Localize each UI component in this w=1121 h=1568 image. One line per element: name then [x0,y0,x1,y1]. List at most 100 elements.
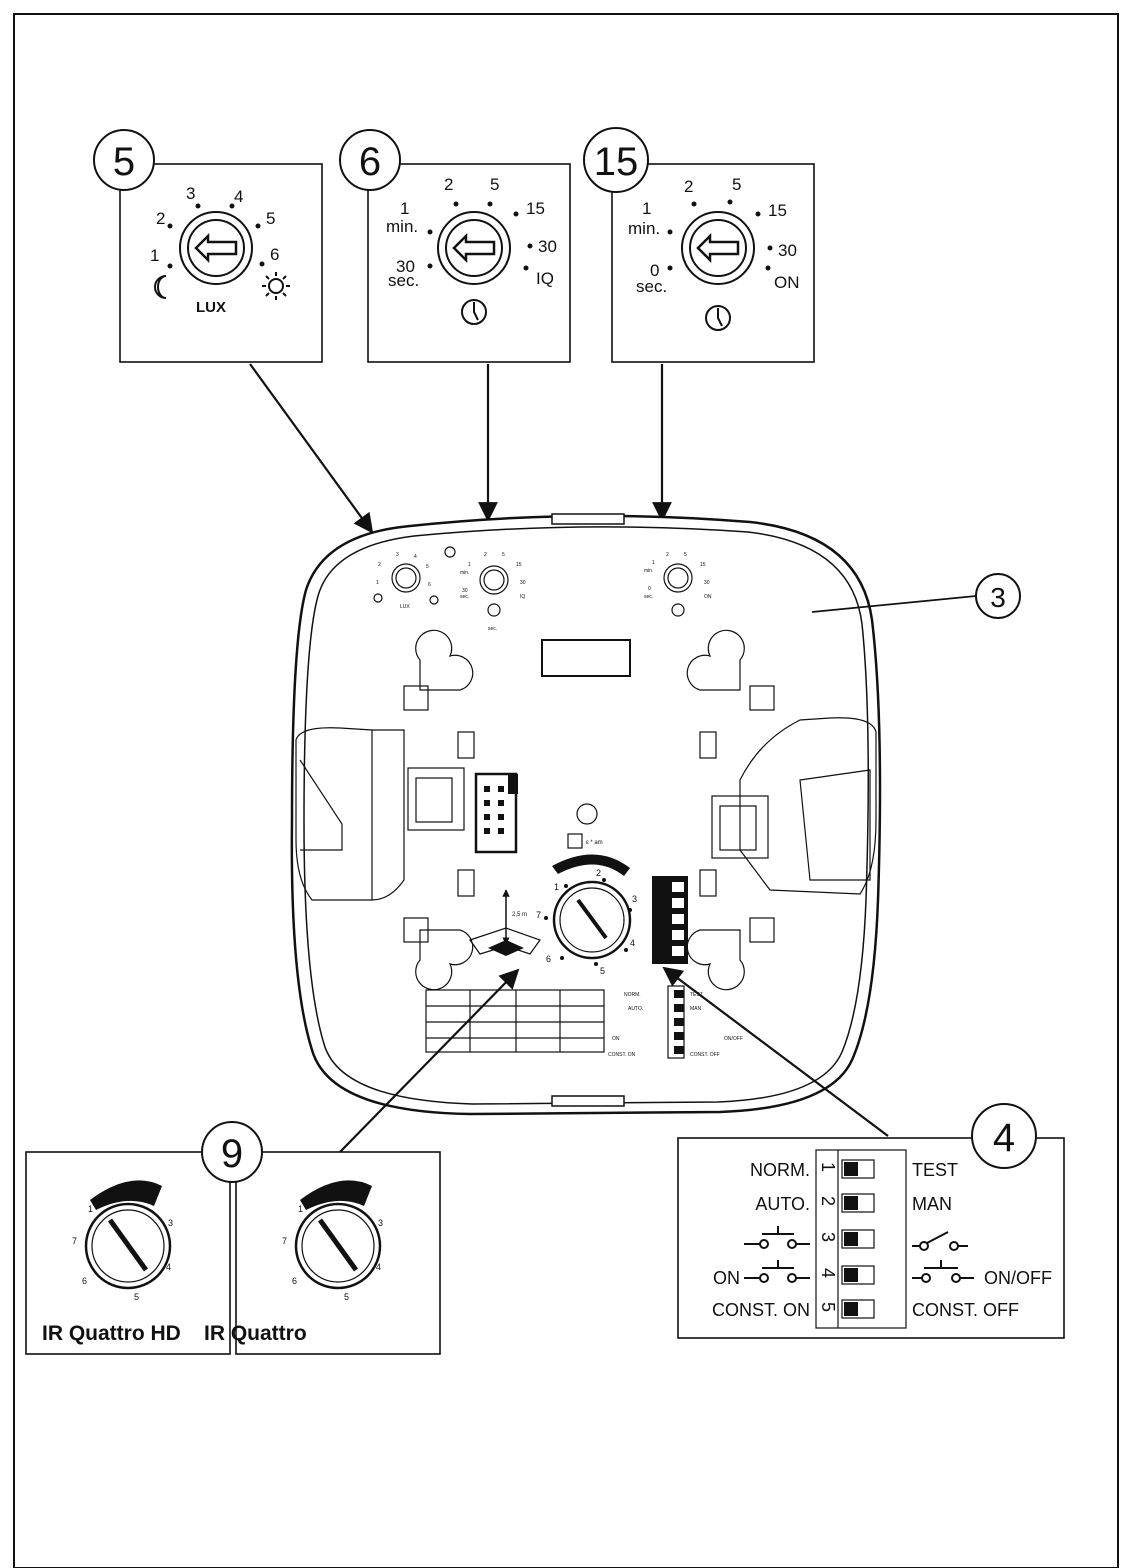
svg-text:30: 30 [520,580,526,586]
svg-text:sec.: sec. [644,594,653,600]
caption-ir-quattro-hd: IR Quattro HD [42,1322,181,1345]
arrow-5 [249,363,374,534]
callout-6: 6 [339,129,401,191]
svg-text:15: 15 [700,562,706,568]
switch-number-3: 3 [818,1232,838,1242]
switch-number-5: 5 [818,1302,838,1312]
svg-text:7: 7 [72,1236,77,1246]
t15-tick-30: 30 [778,241,797,260]
svg-text:LUX: LUX [400,604,410,610]
callout-9: 9 [201,1121,263,1183]
switch-left-auto: AUTO. [755,1194,810,1214]
lux-tick-1: 1 [150,246,159,265]
pushbutton-symbol [744,1260,810,1283]
time-tick-1: 1 [400,199,409,218]
device-small-label: ε * am [586,840,603,846]
lux-tick-5: 5 [266,209,275,228]
svg-text:6: 6 [82,1276,87,1286]
svg-text:ON: ON [612,1036,620,1042]
clock-icon [705,305,731,331]
arrow-9 [339,968,520,1153]
svg-text:ON/OFF: ON/OFF [724,1036,743,1042]
time-tick-15: 15 [526,199,545,218]
svg-text:min.: min. [460,570,469,576]
switch-left-norm: NORM. [750,1160,810,1180]
t15-tick-1: 1 [642,199,651,218]
callout-3: 3 [975,573,1021,619]
lux-label: LUX [196,299,226,316]
device-dip-legend: NORM. AUTO. ON CONST. ON TEST MAN ON/OFF… [608,985,743,1059]
svg-text:5: 5 [426,564,429,570]
callout-4: 4 [971,1103,1037,1169]
svg-text:1: 1 [554,882,559,892]
svg-text:IQ: IQ [520,594,525,600]
device-label-grid [425,989,605,1053]
svg-text:3: 3 [168,1218,173,1228]
device-dip-switch [652,876,688,964]
svg-text:3: 3 [990,582,1006,613]
svg-text:2: 2 [484,552,487,558]
svg-text:1: 1 [468,562,471,568]
t15-tick-2: 2 [684,177,693,196]
svg-text:AUTO.: AUTO. [628,1006,643,1012]
svg-text:5: 5 [134,1292,139,1302]
svg-text:sec.: sec. [488,626,497,632]
switch-number-4: 4 [818,1268,838,1278]
range-indicator: 2,5 m [469,889,541,956]
t15-tick-15: 15 [768,201,787,220]
svg-text:2: 2 [130,1190,135,1200]
svg-text:30: 30 [704,580,710,586]
svg-text:3: 3 [378,1218,383,1228]
callout-15: 15 [583,127,649,193]
svg-text:6: 6 [546,954,551,964]
svg-text:30: 30 [462,588,468,594]
svg-text:15: 15 [594,140,639,184]
svg-text:5: 5 [113,140,135,184]
time-tick-2: 2 [444,175,453,194]
sun-icon [262,272,290,300]
page-border [13,13,1119,1568]
svg-text:1: 1 [652,560,655,566]
svg-text:4: 4 [993,1116,1015,1160]
clock-icon [461,299,487,325]
leader-3 [811,595,977,613]
svg-text:5: 5 [344,1292,349,1302]
device-mini-time-dial: 1 min. 2 5 15 30 30 sec. IQ sec. [460,552,526,632]
svg-text:3: 3 [396,552,399,558]
svg-text:1: 1 [376,580,379,586]
caption-ir-quattro: IR Quattro [204,1322,307,1345]
switch-left-const-on: CONST. ON [712,1300,810,1320]
svg-text:2,5 m: 2,5 m [512,912,527,918]
svg-text:5: 5 [502,552,505,558]
pushbutton-symbol [912,1260,974,1283]
arrow-4 [662,966,889,1137]
switch-right-man: MAN [912,1194,952,1214]
svg-text:min.: min. [644,568,653,574]
t15-tick-sec: sec. [636,277,667,296]
panel-4-dip-switches: 1 2 3 4 5 NORM. AUTO. ON CONST. ON TEST … [677,1137,1065,1339]
svg-text:2: 2 [340,1190,345,1200]
panel-6-time-dial: 1 min. 2 5 15 30 30 sec. IQ [367,163,571,363]
device-mini-time2-dial: 1 min. 2 5 15 30 0 sec. ON [644,552,712,617]
switch-symbol [912,1231,968,1251]
device-range-dial: 1 2 3 4 5 6 7 [536,854,637,976]
svg-text:4: 4 [414,554,417,560]
svg-text:2: 2 [666,552,669,558]
time-tick-min: min. [386,217,418,236]
svg-text:3: 3 [632,894,637,904]
switch-left-on: ON [713,1268,740,1288]
svg-text:7: 7 [536,910,541,920]
time-tick-30s: 30 [396,257,415,276]
panel-5-lux-dial: 1 2 3 4 5 6 LUX [119,163,323,363]
svg-text:6: 6 [428,582,431,588]
svg-text:TEST: TEST [690,992,703,998]
svg-text:ON: ON [704,594,712,600]
svg-text:CONST. OFF: CONST. OFF [690,1052,720,1058]
svg-text:4: 4 [630,938,635,948]
svg-text:15: 15 [516,562,522,568]
switch-right-onoff: ON/OFF [984,1268,1052,1288]
time-tick-5: 5 [490,175,499,194]
time-tick-30: 30 [538,237,557,256]
svg-text:5: 5 [600,966,605,976]
